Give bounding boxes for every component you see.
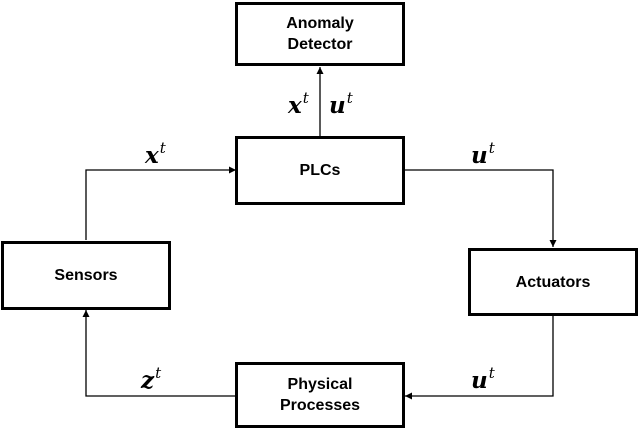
physical-processes-block: Physical Processes bbox=[235, 362, 405, 428]
sensors-block: Sensors bbox=[1, 241, 171, 310]
actuators-label: Actuators bbox=[515, 273, 591, 291]
signal-label-z-to-sensors: zt bbox=[141, 364, 162, 394]
anomaly-detector-label: Anomaly Detector bbox=[286, 15, 354, 53]
signal-label-x-to-plcs: xt bbox=[145, 139, 166, 169]
signal-label-u-to-actuators: ut bbox=[471, 139, 495, 169]
arrow-sensors-to-plcs bbox=[85, 166, 236, 240]
plcs-label: PLCs bbox=[299, 162, 341, 179]
signal-label-u-to-processes: ut bbox=[471, 364, 495, 394]
signal-label-u-to-detector: ut bbox=[329, 89, 353, 119]
physical-processes-label: Physical Processes bbox=[279, 376, 361, 414]
arrow-processes-to-sensors bbox=[82, 310, 236, 397]
plcs-block: PLCs bbox=[235, 136, 405, 205]
actuators-block: Actuators bbox=[468, 248, 638, 316]
signal-label-x-to-detector: xt bbox=[288, 89, 309, 119]
anomaly-detector-block: Anomaly Detector bbox=[235, 2, 405, 66]
arrow-plcs-to-actuators bbox=[404, 169, 557, 247]
sensors-label: Sensors bbox=[54, 267, 118, 284]
arrow-actuators-to-processes bbox=[405, 316, 554, 400]
